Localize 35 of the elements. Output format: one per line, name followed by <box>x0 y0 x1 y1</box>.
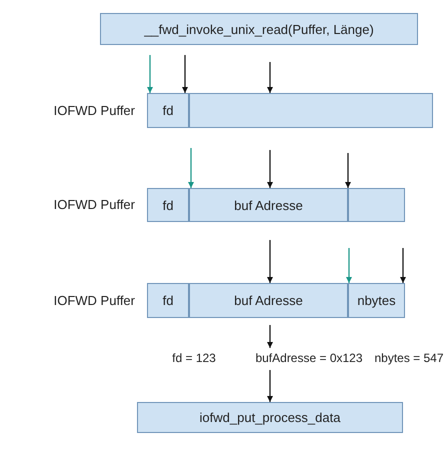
arrow <box>182 55 188 93</box>
buffer-cell <box>189 283 348 318</box>
buffer-label: IOFWD Puffer <box>54 197 135 212</box>
buffer-cell <box>147 188 189 222</box>
buffer-cell <box>189 188 348 222</box>
buffer-cell <box>348 188 405 222</box>
arrow <box>267 370 273 402</box>
cell-label: fd <box>162 198 174 212</box>
arrow <box>147 55 153 93</box>
cell-label: iofwd_put_process_data <box>200 410 340 425</box>
buffer-cell <box>348 283 405 318</box>
cell-label: buf Adresse <box>234 198 303 212</box>
arrow <box>345 153 351 188</box>
cell-label: buf Adresse <box>234 293 303 308</box>
cell-label: fd <box>162 103 174 118</box>
cell-label: fd <box>162 293 174 308</box>
buffer-cell <box>147 283 189 318</box>
value-text: nbytes = 547 <box>372 348 446 368</box>
arrow <box>267 62 273 93</box>
value-text: bufAdresse = 0x123 <box>248 348 370 368</box>
cell-label: __fwd_invoke_unix_read(Puffer, Länge) <box>144 22 374 36</box>
arrow <box>346 248 352 283</box>
process-box <box>137 402 403 433</box>
buffer-cell <box>147 93 189 128</box>
buffer-cell <box>189 93 433 128</box>
buffer-label: IOFWD Puffer <box>54 292 135 308</box>
arrow <box>400 248 406 283</box>
arrow <box>188 148 194 188</box>
cell-label: nbytes <box>357 293 396 308</box>
arrow <box>267 150 273 188</box>
arrow <box>267 325 273 348</box>
process-box <box>100 13 418 45</box>
buffer-label: IOFWD Puffer <box>54 102 135 118</box>
value-text: fd = 123 <box>158 348 230 368</box>
arrow <box>267 240 273 283</box>
